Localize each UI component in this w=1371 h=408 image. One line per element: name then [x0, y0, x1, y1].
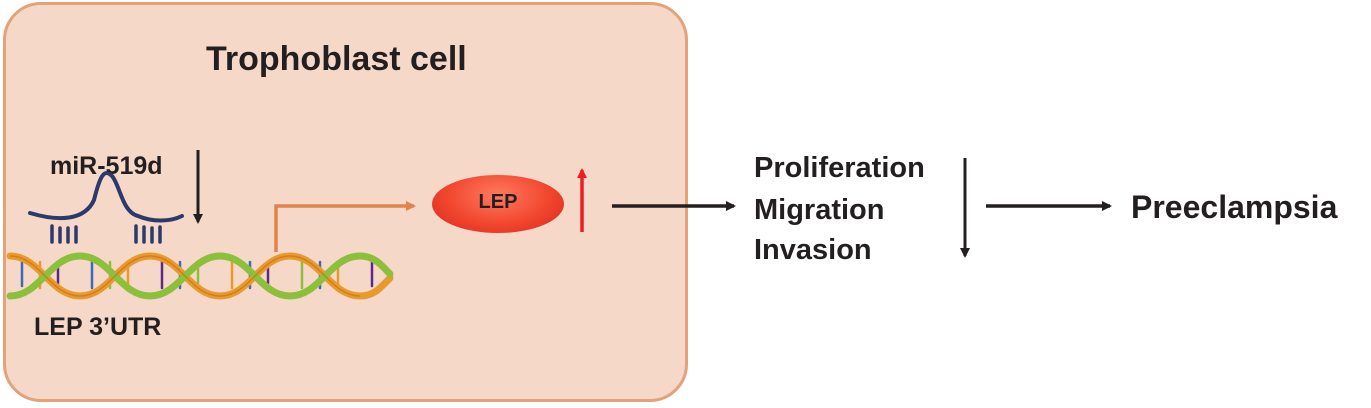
cell-title: Trophoblast cell: [206, 40, 467, 78]
dna-helix-icon: [6, 252, 394, 300]
gene-utr-label: LEP 3’UTR: [34, 313, 162, 341]
lep-protein-oval: LEP: [432, 175, 564, 233]
trophoblast-cell-box: [3, 2, 688, 402]
mirna-label: miR-519d: [50, 152, 163, 180]
outcome-proliferation: Proliferation: [754, 152, 925, 184]
lep-label: LEP: [478, 191, 518, 213]
preeclampsia-label: Preeclampsia: [1131, 189, 1338, 225]
mirna-strand-icon: [28, 171, 184, 244]
outcome-migration: Migration: [754, 194, 885, 226]
outcome-invasion: Invasion: [754, 234, 872, 266]
translation-arrow: [274, 201, 416, 252]
